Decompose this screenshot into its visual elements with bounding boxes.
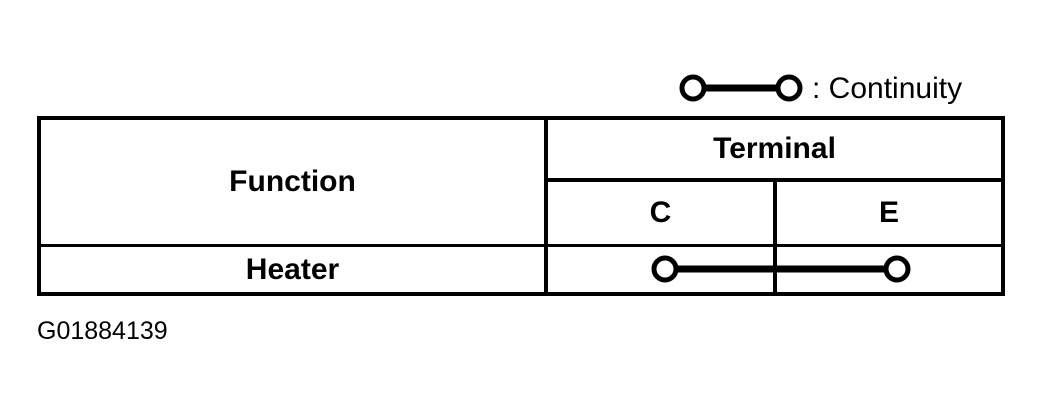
divider-function-terminal bbox=[544, 120, 548, 292]
table-row-terminal-cell bbox=[548, 247, 1001, 292]
continuity-symbol-icon bbox=[678, 71, 804, 105]
header-cell-terminal-e: E bbox=[777, 182, 1001, 244]
header-label-function: Function bbox=[229, 165, 356, 198]
divider-header-body bbox=[41, 244, 1001, 247]
header-label-terminal-c: C bbox=[649, 196, 672, 229]
header-cell-terminal-group: Terminal bbox=[548, 120, 1001, 178]
divider-terminal-subheader bbox=[548, 178, 1001, 182]
continuity-legend-label: : Continuity bbox=[812, 71, 963, 105]
table-row-function-cell: Heater bbox=[41, 247, 544, 292]
continuity-link-icon bbox=[650, 252, 912, 291]
row-label-heater: Heater bbox=[245, 252, 340, 286]
header-cell-function: Function bbox=[41, 120, 544, 244]
divider-terminal-c-e bbox=[773, 182, 777, 292]
header-label-terminal: Terminal bbox=[713, 132, 836, 165]
continuity-indicator bbox=[548, 247, 1001, 292]
continuity-legend: : Continuity bbox=[678, 66, 962, 110]
figure-caption: G01884139 bbox=[37, 317, 168, 345]
terminal-continuity-table: Function Terminal C E Heater bbox=[37, 116, 1005, 296]
header-label-terminal-e: E bbox=[878, 196, 899, 229]
header-cell-terminal-c: C bbox=[548, 182, 773, 244]
